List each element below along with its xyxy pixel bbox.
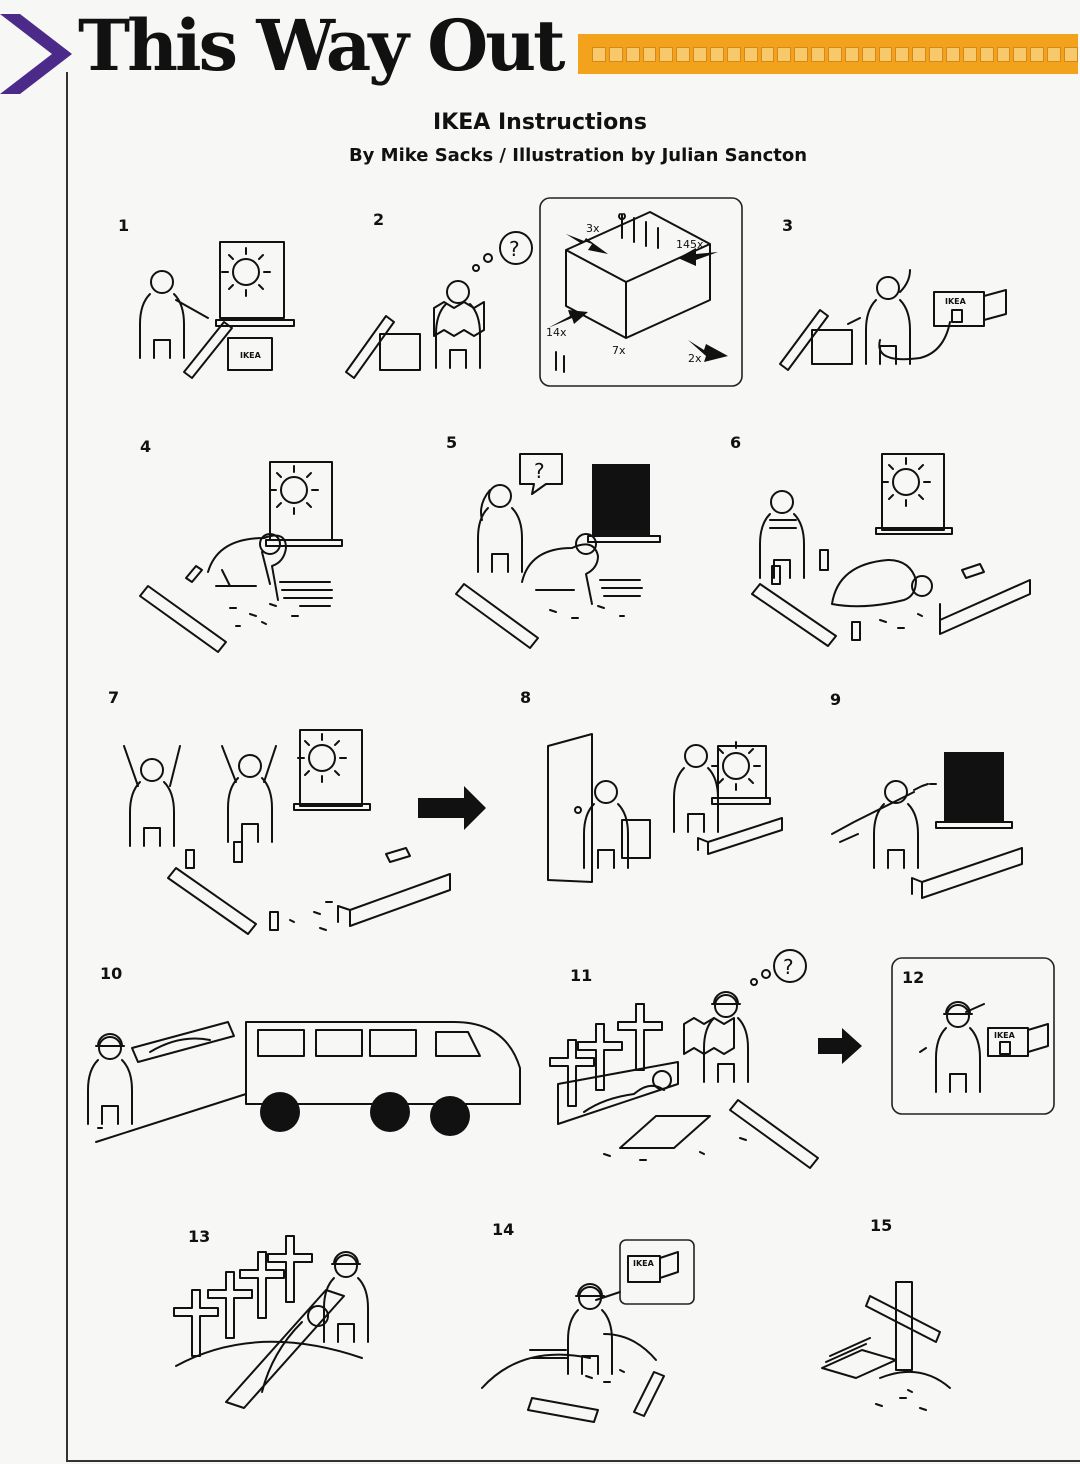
step-8-illustration <box>547 733 783 883</box>
step-4-illustration <box>139 461 343 653</box>
step-1-illustration: IKEA <box>139 241 295 379</box>
page-frame <box>66 72 1080 1462</box>
step-number: 7 <box>108 688 120 707</box>
step-number: 10 <box>100 964 123 983</box>
step-number: 3 <box>782 216 794 235</box>
step-9-illustration <box>831 752 1023 899</box>
ikea-box-label: IKEA <box>240 351 262 360</box>
svg-text:IKEA: IKEA <box>945 297 967 306</box>
step-13-illustration <box>173 1235 369 1409</box>
step-number: 4 <box>140 437 152 456</box>
quantity-callout: 145x <box>676 238 704 251</box>
step-10-illustration <box>87 1021 521 1143</box>
step-7-illustration <box>123 729 486 935</box>
step-number: 15 <box>870 1216 893 1235</box>
article-byline: By Mike Sacks / Illustration by Julian S… <box>348 145 808 166</box>
masthead-accent-stripe <box>578 34 1078 74</box>
step-number: 12 <box>902 968 925 987</box>
step-number: 1 <box>118 216 130 235</box>
step-number: 14 <box>492 1220 515 1239</box>
article-title: IKEA Instructions <box>433 110 647 135</box>
svg-text:?: ? <box>509 237 520 261</box>
quantity-callout: 2x <box>688 352 702 365</box>
step-3-illustration: IKEA <box>779 269 1007 371</box>
step-number: 2 <box>373 210 385 229</box>
quantity-callout: 14x <box>546 326 567 339</box>
step-11-illustration: ? <box>549 949 862 1169</box>
quantity-callout: 7x <box>612 344 626 357</box>
step-number: 5 <box>446 433 458 452</box>
step-number: 9 <box>830 690 842 709</box>
step-14-illustration: IKEA <box>481 1239 695 1423</box>
svg-text:IKEA: IKEA <box>633 1259 655 1268</box>
section-chevron-icon <box>0 14 72 94</box>
step-12-illustration: IKEA <box>891 957 1055 1115</box>
svg-text:?: ? <box>534 459 545 483</box>
step-number: 8 <box>520 688 532 707</box>
step-15-illustration <box>821 1281 951 1411</box>
step-6-illustration <box>751 453 1031 647</box>
step-2-illustration: ? 3x 145x 14x 7x 2x <box>345 197 743 387</box>
quantity-callout: 3x <box>586 222 600 235</box>
step-number: 6 <box>730 433 742 452</box>
step-number: 11 <box>570 966 593 985</box>
step-number: 13 <box>188 1227 211 1246</box>
step-5-illustration: ? <box>455 453 661 649</box>
section-masthead: This Way Out <box>78 4 565 87</box>
svg-text:?: ? <box>783 955 794 979</box>
svg-text:IKEA: IKEA <box>994 1031 1016 1040</box>
